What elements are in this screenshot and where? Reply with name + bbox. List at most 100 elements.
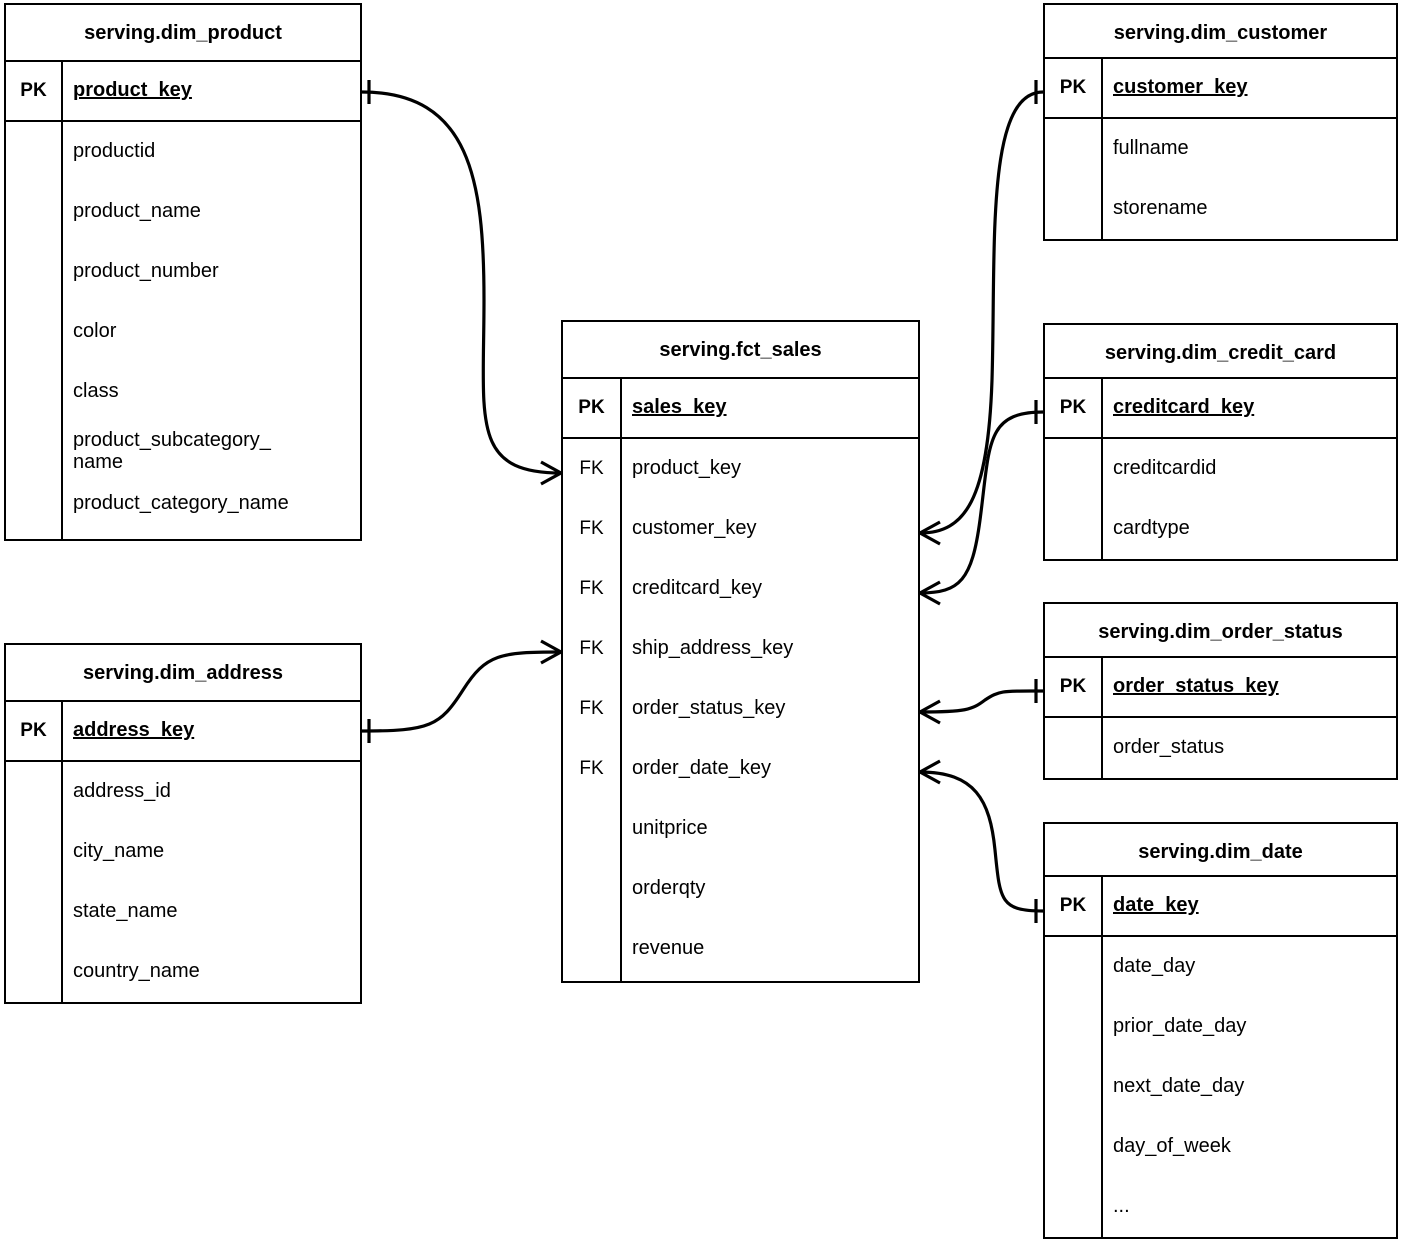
fk-badge: FK (579, 578, 604, 599)
field-name: fullname (1113, 137, 1189, 160)
entity-dim-address[interactable]: serving.dim_address PK address_key addre… (4, 643, 362, 1004)
field-name: address_id (73, 780, 171, 803)
entity-fct-sales[interactable]: serving.fct_sales PK sales_key FK produc… (561, 320, 920, 983)
field-row-revenue[interactable]: revenue (563, 919, 918, 979)
field-name: creditcard_key (1113, 396, 1255, 419)
relationship-date-sales (919, 759, 1044, 923)
field-name: customer_key (1113, 76, 1248, 99)
pk-badge: PK (1059, 676, 1087, 697)
field-row-fk-order-date-key[interactable]: FK order_date_key (563, 739, 918, 799)
field-row-day-of-week[interactable]: day_of_week (1045, 1117, 1396, 1177)
field-name: day_of_week (1113, 1135, 1231, 1158)
field-row-fk-creditcard-key[interactable]: FK creditcard_key (563, 559, 918, 619)
field-row-fk-ship-address-key[interactable]: FK ship_address_key (563, 619, 918, 679)
key-column-divider (61, 62, 63, 539)
field-name: creditcardid (1113, 457, 1217, 480)
field-name: next_date_day (1113, 1075, 1245, 1098)
field-name: product_subcategory_ name (73, 428, 271, 473)
field-name: customer_key (632, 517, 757, 540)
field-name: orderqty (632, 877, 706, 900)
field-name: product_number (73, 260, 219, 283)
field-row-fullname[interactable]: fullname (1045, 119, 1396, 179)
field-row-order-status-key[interactable]: PK order_status_key (1045, 658, 1396, 718)
field-row-next-date-day[interactable]: next_date_day (1045, 1057, 1396, 1117)
field-row-creditcardid[interactable]: creditcardid (1045, 439, 1396, 499)
field-row-city-name[interactable]: city_name (6, 822, 360, 882)
entity-dim-product[interactable]: serving.dim_product PK product_key produ… (4, 3, 362, 541)
field-row-product-name[interactable]: product_name (6, 182, 360, 242)
field-row-cardtype[interactable]: cardtype (1045, 499, 1396, 559)
fk-badge: FK (579, 458, 604, 479)
field-row-state-name[interactable]: state_name (6, 882, 360, 942)
entity-title-dim-date: serving.dim_date (1045, 824, 1396, 877)
field-name: city_name (73, 840, 165, 863)
field-name: unitprice (632, 817, 708, 840)
field-row-unitprice[interactable]: unitprice (563, 799, 918, 859)
field-name: product_category_name (73, 492, 289, 515)
field-row-fk-customer-key[interactable]: FK customer_key (563, 499, 918, 559)
relationship-orderstatus-sales (919, 679, 1044, 725)
field-row-fk-order-status-key[interactable]: FK order_status_key (563, 679, 918, 739)
field-row-date-day[interactable]: date_day (1045, 937, 1396, 997)
entity-title-dim-address: serving.dim_address (6, 645, 360, 702)
field-name: date_day (1113, 955, 1196, 978)
relationship-customer-sales (919, 80, 1044, 546)
field-row-address-key[interactable]: PK address_key (6, 702, 360, 762)
field-row-product-key[interactable]: PK product_key (6, 62, 360, 122)
entity-title-dim-order-status: serving.dim_order_status (1045, 604, 1396, 658)
entity-dim-credit-card[interactable]: serving.dim_credit_card PK creditcard_ke… (1043, 323, 1398, 561)
field-row-date-key[interactable]: PK date_key (1045, 877, 1396, 937)
field-row-sales-key[interactable]: PK sales_key (563, 379, 918, 439)
relationship-address-sales (361, 639, 562, 743)
field-row-creditcard-key[interactable]: PK creditcard_key (1045, 379, 1396, 439)
field-name: cardtype (1113, 517, 1190, 540)
entity-body-dim-customer: PK customer_key fullname storename (1045, 59, 1396, 239)
key-column-divider (1101, 877, 1103, 1237)
entity-title-dim-product: serving.dim_product (6, 5, 360, 62)
field-name: product_key (632, 457, 741, 480)
field-row-country-name[interactable]: country_name (6, 942, 360, 1002)
field-name: product_key (73, 79, 192, 102)
field-name: color (73, 320, 117, 343)
field-row-ellipsis[interactable]: ... (1045, 1177, 1396, 1237)
field-name: storename (1113, 197, 1208, 220)
field-row-product-number[interactable]: product_number (6, 242, 360, 302)
entity-body-dim-credit-card: PK creditcard_key creditcardid cardtype (1045, 379, 1396, 559)
field-row-product-category-name[interactable]: product_category_name (6, 480, 360, 528)
relationship-creditcard-sales (919, 400, 1044, 606)
field-row-orderqty[interactable]: orderqty (563, 859, 918, 919)
entity-body-dim-date: PK date_key date_day prior_date_day next… (1045, 877, 1396, 1237)
field-name: productid (73, 140, 156, 163)
field-row-order-status[interactable]: order_status (1045, 718, 1396, 778)
field-row-customer-key[interactable]: PK customer_key (1045, 59, 1396, 119)
entity-body-dim-order-status: PK order_status_key order_status (1045, 658, 1396, 778)
entity-dim-order-status[interactable]: serving.dim_order_status PK order_status… (1043, 602, 1398, 780)
field-row-prior-date-day[interactable]: prior_date_day (1045, 997, 1396, 1057)
field-row-fk-product-key[interactable]: FK product_key (563, 439, 918, 499)
key-column-divider (1101, 658, 1103, 778)
pk-badge: PK (20, 720, 47, 741)
entity-title-dim-customer: serving.dim_customer (1045, 5, 1396, 59)
field-row-class[interactable]: class (6, 362, 360, 422)
pk-badge: PK (578, 397, 605, 418)
field-row-product-subcategory-name[interactable]: product_subcategory_ name (6, 422, 360, 480)
entity-body-dim-product: PK product_key productid product_name pr… (6, 62, 360, 539)
field-row-storename[interactable]: storename (1045, 179, 1396, 239)
pk-badge: PK (20, 80, 47, 101)
field-row-address-id[interactable]: address_id (6, 762, 360, 822)
entity-filler (6, 528, 360, 539)
fk-badge: FK (579, 758, 604, 779)
field-name: country_name (73, 960, 200, 983)
field-name: prior_date_day (1113, 1015, 1247, 1038)
field-name: revenue (632, 937, 705, 960)
entity-dim-customer[interactable]: serving.dim_customer PK customer_key ful… (1043, 3, 1398, 241)
fk-badge: FK (579, 698, 604, 719)
field-row-color[interactable]: color (6, 302, 360, 362)
field-name: order_date_key (632, 757, 771, 780)
pk-badge: PK (1059, 77, 1087, 98)
entity-body-dim-address: PK address_key address_id city_name stat… (6, 702, 360, 1002)
field-name: date_key (1113, 894, 1199, 917)
entity-dim-date[interactable]: serving.dim_date PK date_key date_day pr… (1043, 822, 1398, 1239)
field-row-productid[interactable]: productid (6, 122, 360, 182)
